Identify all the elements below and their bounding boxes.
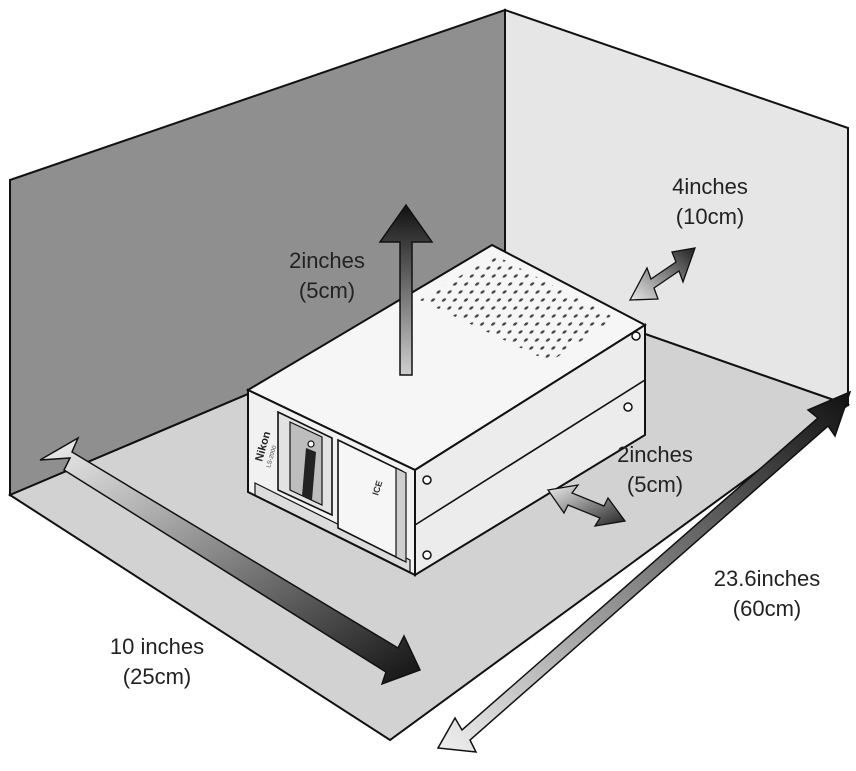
back-clearance-metric: (10cm) <box>675 204 745 229</box>
back-clearance-value: 4inches <box>672 174 748 199</box>
width-value: 10 inches <box>109 634 205 659</box>
width-arrow <box>39 436 422 686</box>
side-clearance-arrow <box>546 484 627 527</box>
top-clearance-metric: (5cm) <box>298 278 356 303</box>
eject-lever <box>302 448 316 500</box>
width-metric: (25cm) <box>122 664 192 689</box>
ice-badge: ICE <box>370 479 384 496</box>
vent-grille <box>420 255 615 362</box>
depth-label: 23.6inches (60cm) <box>692 564 842 624</box>
back-clearance-arrow <box>628 247 696 301</box>
top-clearance-arrow <box>378 203 434 376</box>
width-label: 10 inches (25cm) <box>92 632 222 692</box>
top-clearance-label: 2inches (5cm) <box>272 246 382 306</box>
depth-arrow <box>436 390 852 753</box>
depth-metric: (60cm) <box>732 596 802 621</box>
back-clearance-label: 4inches (10cm) <box>650 172 770 232</box>
side-clearance-metric: (5cm) <box>626 472 684 497</box>
side-clearance-value: 2inches <box>617 442 693 467</box>
depth-value: 23.6inches <box>713 566 821 591</box>
scanner-device: Nikon LS-2000 ICE <box>245 243 648 577</box>
side-clearance-label: 2inches (5cm) <box>600 440 710 500</box>
top-clearance-value: 2inches <box>289 248 365 273</box>
